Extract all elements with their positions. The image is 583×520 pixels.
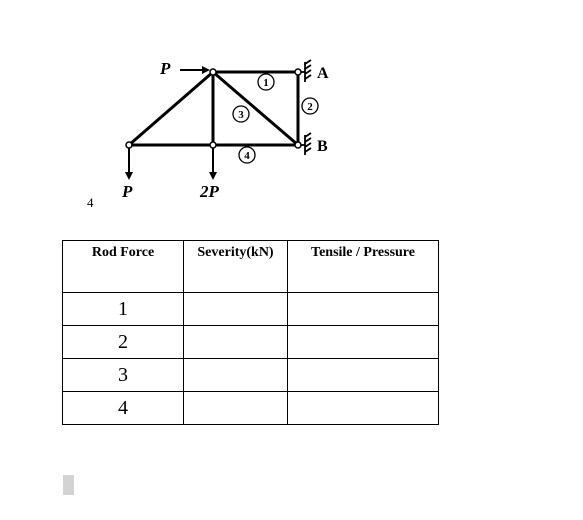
figure-number: 4 [87,195,94,210]
member-left-diagonal [127,70,215,147]
severity-cell[interactable] [183,325,288,359]
rod-marker-4: 4 [238,146,256,164]
joint-left [125,141,133,149]
severity-cell[interactable] [183,358,288,392]
rod-number-cell: 1 [62,292,184,326]
joint-b [294,141,302,149]
load-top-label: P [159,59,171,78]
tensile-pressure-cell[interactable] [287,391,439,425]
rod-marker-2: 2 [301,97,319,115]
rod-label-2: 2 [307,101,313,113]
joint-a [294,68,302,76]
rod-number-cell: 3 [62,358,184,392]
severity-cell[interactable] [183,391,288,425]
table-row: 2 [62,325,439,359]
support-b-icon [301,132,312,155]
rod-label-3: 3 [238,109,244,121]
text-cursor-block [63,475,74,495]
truss-diagram: P P 2P A B 1 2 3 4 [121,59,329,201]
severity-cell[interactable] [183,292,288,326]
support-a-label: A [317,65,329,82]
table-row: 3 [62,358,439,392]
tensile-pressure-cell[interactable] [287,325,439,359]
load-left-label: P [121,182,133,201]
header-rod-force: Rod Force [62,240,184,293]
member-center-diagonal [211,70,300,147]
table-header-row: Rod Force Severity(kN) Tensile / Pressur… [62,240,439,293]
load-arrows [125,66,217,180]
table-row: 4 [62,391,439,425]
support-b-label: B [317,138,328,155]
rod-label-4: 4 [244,150,250,162]
rod-force-table: Rod Force Severity(kN) Tensile / Pressur… [62,240,439,425]
header-tensile-pressure: Tensile / Pressure [287,240,439,293]
table-row: 1 [62,292,439,326]
rod-number-cell: 2 [62,325,184,359]
tensile-pressure-cell[interactable] [287,292,439,326]
rod-label-1: 1 [263,77,269,89]
support-a-icon [301,59,312,82]
tensile-pressure-cell[interactable] [287,358,439,392]
joint-top-center [209,68,217,76]
rod-marker-3: 3 [232,105,250,123]
joint-bottom-center [209,141,217,149]
rod-number-cell: 4 [62,391,184,425]
load-middle-label: 2P [199,182,220,201]
header-severity: Severity(kN) [183,240,288,293]
rod-marker-1: 1 [257,73,275,91]
